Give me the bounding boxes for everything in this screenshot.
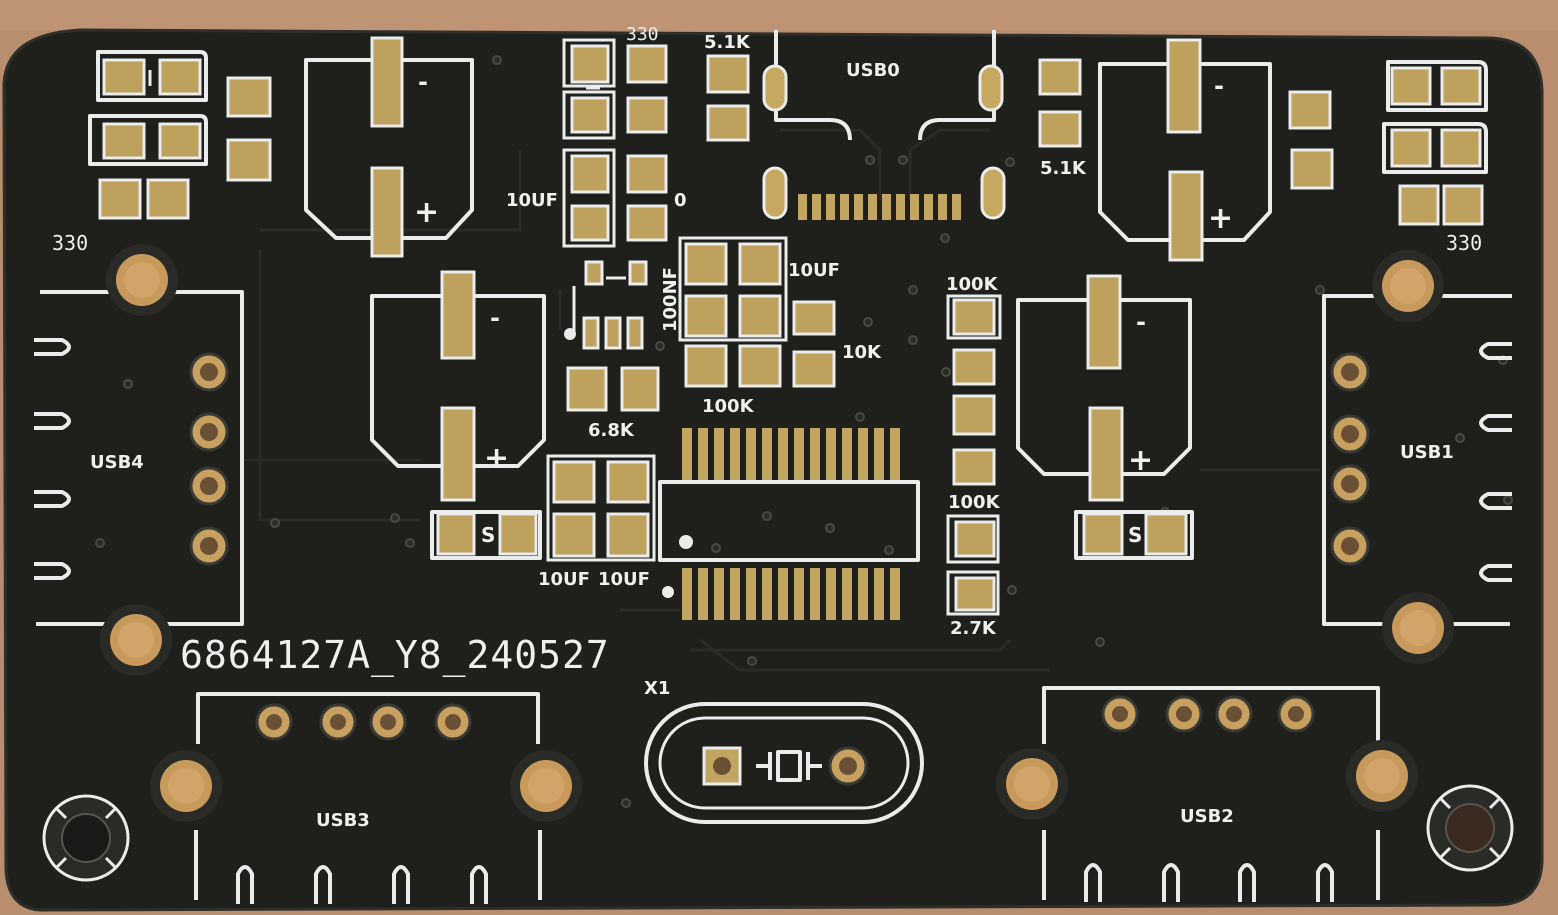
label-100k-right-bottom: 100K (948, 492, 1001, 513)
resistor-330-right: 330 (1382, 60, 1488, 255)
traces (240, 128, 1320, 672)
minus-mark: - (418, 68, 428, 96)
minus-mark-mid-right: - (1136, 308, 1146, 336)
label-10uf-bottom-b: 10UF (598, 569, 650, 590)
cap-outline-top-right: - + (1098, 38, 1272, 262)
center-cap-cluster: 10UF 10K 100K (678, 236, 882, 417)
ic-soic (658, 428, 920, 620)
minus-mark-right: - (1214, 72, 1224, 100)
label-100nf: 100NF (660, 267, 681, 332)
usb1-label: USB1 (1400, 442, 1454, 463)
usb0-label: USB0 (846, 60, 900, 81)
plus-mark-right: + (1208, 201, 1233, 236)
label-100k-right-top: 100K (946, 274, 999, 295)
plus-mark: + (414, 195, 439, 230)
s-mark-right: S (1128, 523, 1142, 547)
plus-mark-mid-right: + (1128, 443, 1153, 478)
usb3-connector: USB3 (150, 692, 582, 904)
crystal-x1: X1 (644, 678, 924, 824)
cap-outline-mid-left: - + (370, 270, 546, 502)
usb4-connector: USB4 (34, 244, 244, 676)
cap-outline-top-left: - + (304, 36, 474, 258)
label-10uf-bottom-a: 10UF (538, 569, 590, 590)
label-5k1-right: 5.1K (1040, 158, 1087, 179)
plus-mark-mid: + (484, 441, 509, 476)
minus-mark-mid: - (490, 304, 500, 332)
usb1-connector: USB1 (1322, 250, 1512, 664)
resistor-5k1-left: 5.1K (704, 32, 751, 142)
label-330-right: 330 (1446, 231, 1482, 255)
usb2-label: USB2 (1180, 806, 1234, 827)
x1-label: X1 (644, 678, 670, 699)
cap-outline-mid-right: - + (1016, 274, 1192, 502)
mounting-hole-right (1426, 784, 1514, 872)
usb2-connector: USB2 (996, 686, 1418, 902)
label-10k: 10K (842, 342, 882, 363)
resistor-330-left: 330 (52, 50, 208, 255)
top-center-left-components: 330 10UF 0 (506, 24, 687, 248)
usb0-connector: USB0 (762, 30, 1006, 220)
small-regulator: 100NF (564, 260, 681, 350)
label-10uf-left: 10UF (506, 190, 558, 211)
diode-s-mid-left: S (430, 510, 542, 560)
label-5k1-left: 5.1K (704, 32, 751, 53)
resistor-5k1-right: 5.1K (1038, 58, 1087, 179)
label-2k7: 2.7K (950, 618, 997, 639)
mounting-hole-left (42, 794, 130, 882)
diode-s-left (226, 76, 272, 182)
usb4-label: USB4 (90, 452, 144, 473)
right-resistor-column: 100K 100K 2.7K (946, 274, 1002, 639)
resistor-6k8: 6.8K (566, 366, 660, 441)
usb3-label: USB3 (316, 810, 370, 831)
ic-bottom-pins (682, 568, 900, 620)
vias (95, 55, 1513, 808)
diode-s-right (1288, 90, 1334, 190)
label-330-top: 330 (626, 24, 659, 45)
label-330-left: 330 (52, 231, 88, 255)
label-6k8: 6.8K (588, 420, 635, 441)
label-100k-mid: 100K (702, 396, 755, 417)
s-mark-left: S (481, 523, 495, 547)
label-0: 0 (674, 190, 687, 211)
ic-top-pins (682, 428, 900, 480)
diode-s-mid-right: S (1074, 510, 1194, 560)
board-code: 6864127A_Y8_240527 (180, 633, 610, 678)
usb0-pins (798, 194, 961, 220)
label-10uf-mid: 10UF (788, 260, 840, 281)
bottom-10uf-caps: 10UF 10UF (538, 454, 656, 590)
